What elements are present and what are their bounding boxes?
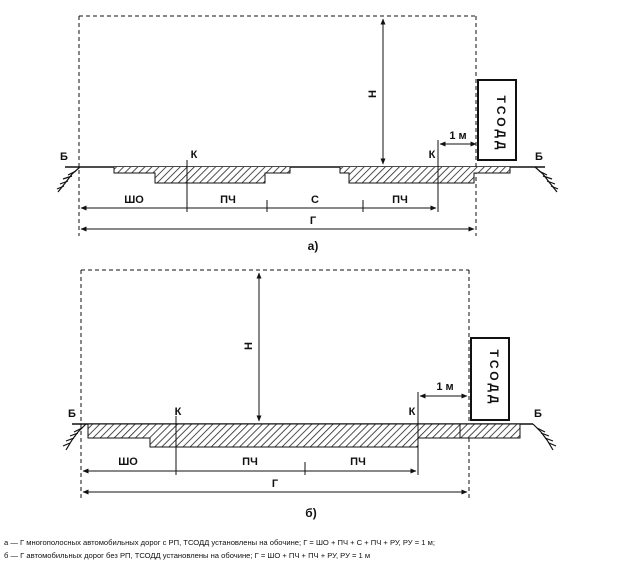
total-label-a: Г bbox=[310, 215, 317, 227]
figure-label-b: б) bbox=[305, 506, 316, 520]
pavement-profile-b bbox=[87, 423, 521, 448]
segment-label-a-2: С bbox=[311, 194, 319, 206]
figure-label-a: а) bbox=[308, 239, 319, 253]
embankment-right-b bbox=[532, 423, 557, 451]
sign-box-b bbox=[470, 337, 510, 421]
segment-dimension-a bbox=[80, 200, 437, 212]
segment-label-a-3: ПЧ bbox=[392, 194, 408, 206]
segment-label-b-2: ПЧ bbox=[350, 456, 366, 468]
sign-box-a bbox=[477, 79, 517, 161]
sign-label-a: ТСОДД bbox=[494, 96, 508, 153]
segment-label-a-0: ШО bbox=[124, 194, 144, 206]
embankment-left-b bbox=[62, 423, 87, 451]
offset-label-b: 1 м bbox=[436, 381, 453, 393]
edge-label-left-a: Б bbox=[60, 151, 68, 163]
segment-label-b-1: ПЧ bbox=[242, 456, 258, 468]
segment-label-a-1: ПЧ bbox=[220, 194, 236, 206]
sign-label-b: ТСОДД bbox=[487, 350, 501, 407]
embankment-right-a bbox=[534, 166, 559, 193]
total-label-b: Г bbox=[272, 478, 279, 490]
caption-line-a: а — Г многополосных автомобильных дорог … bbox=[4, 538, 435, 547]
figure-a: Б Б К К Н 1 м ТСОДД ШО ПЧ С ПЧ Г а) bbox=[56, 15, 559, 253]
figure-b: Б Б К К Н 1 м ТСОДД ШО ПЧ ПЧ Г б) bbox=[62, 269, 557, 520]
clearance-envelope-a bbox=[78, 15, 477, 236]
edge-label-right-b: Б bbox=[534, 408, 542, 420]
height-label-b: Н bbox=[243, 342, 255, 350]
curb-label-left-b: К bbox=[175, 406, 182, 418]
caption-line-b: б — Г автомобильных дорог без РП, ТСОДД … bbox=[4, 551, 371, 560]
height-label-a: Н bbox=[367, 90, 379, 98]
segment-dimension-b bbox=[82, 462, 417, 475]
segment-label-b-0: ШО bbox=[118, 456, 138, 468]
embankment-left-a bbox=[56, 166, 81, 193]
offset-label-a: 1 м bbox=[449, 130, 466, 142]
edge-label-right-a: Б bbox=[535, 151, 543, 163]
edge-label-left-b: Б bbox=[68, 408, 76, 420]
curb-label-right-a: К bbox=[429, 149, 436, 161]
pavement-profile-a bbox=[113, 166, 511, 184]
clearance-envelope-b bbox=[80, 269, 470, 500]
curb-label-left-a: К bbox=[191, 149, 198, 161]
curb-label-right-b: К bbox=[409, 406, 416, 418]
